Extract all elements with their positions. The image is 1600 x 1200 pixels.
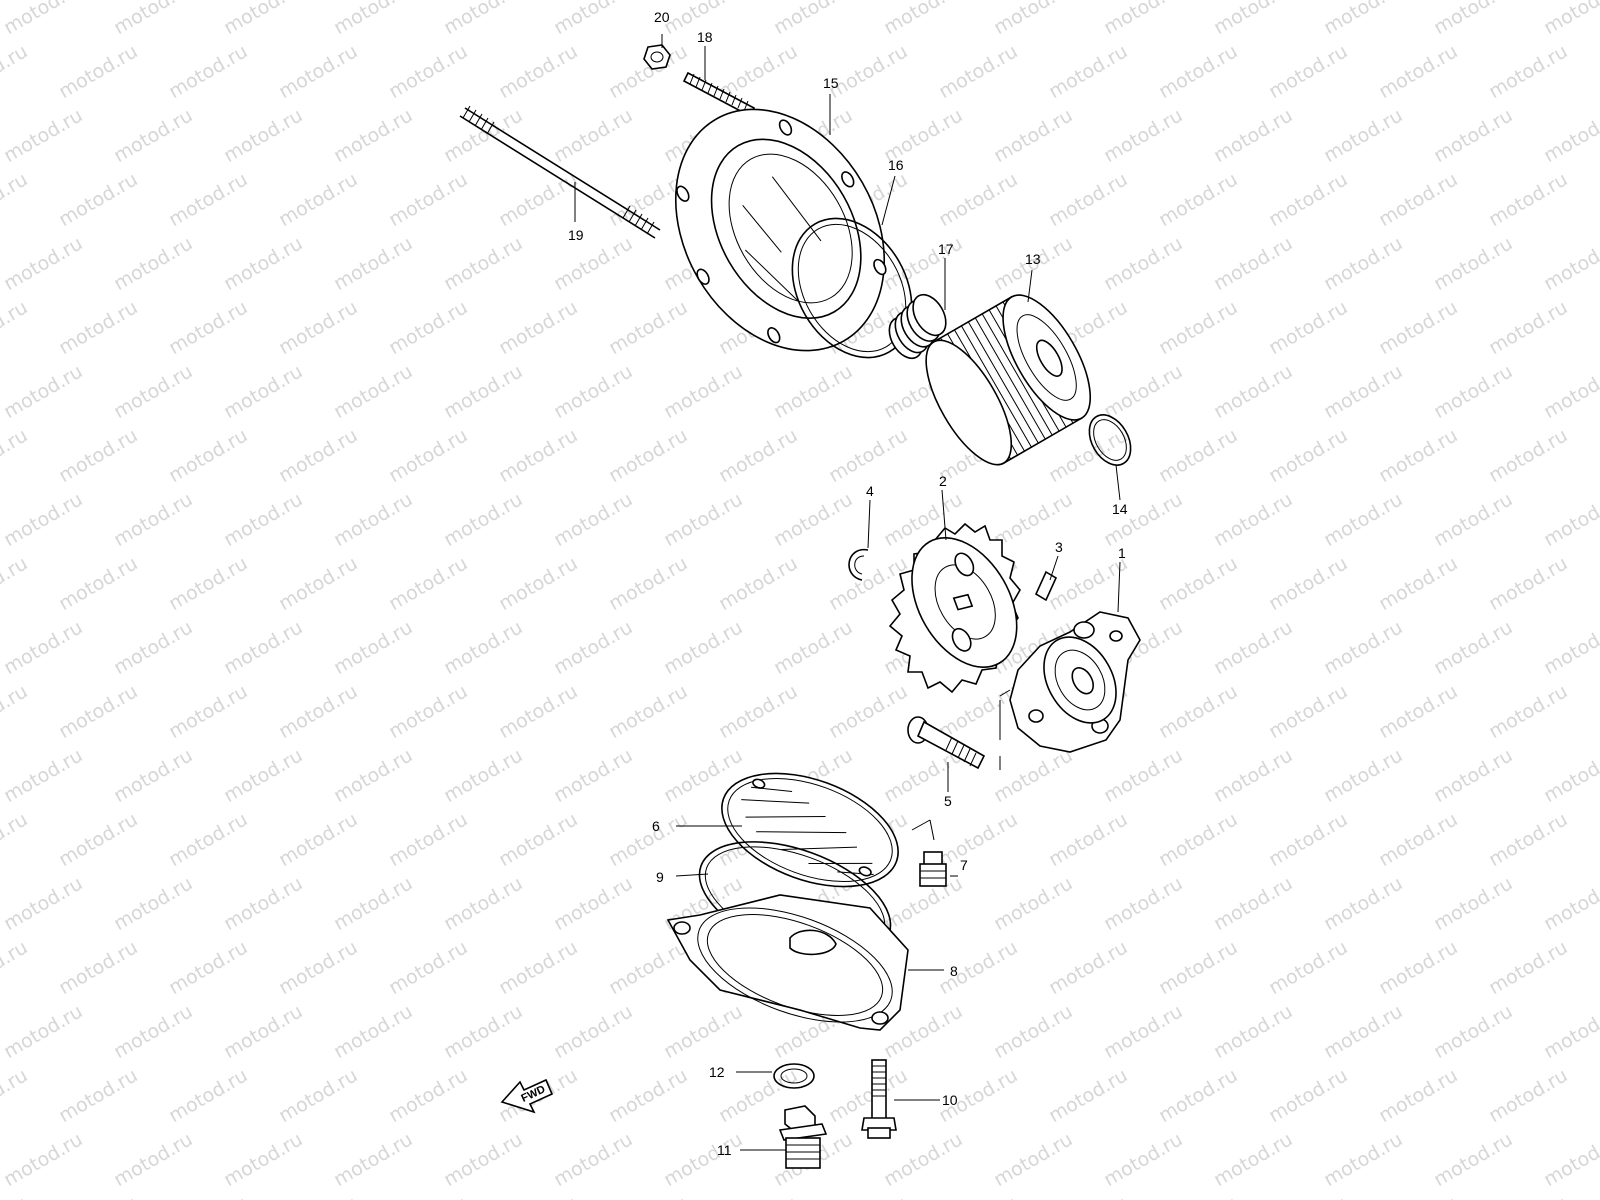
callout-8: 8 — [950, 963, 958, 979]
part-16-o-ring[interactable] — [768, 197, 936, 379]
callout-13: 13 — [1025, 251, 1041, 267]
part-5-screw[interactable] — [907, 716, 986, 770]
part-12-washer[interactable] — [773, 1063, 815, 1089]
part-10-bolt[interactable] — [861, 1059, 897, 1139]
part-6-strainer[interactable] — [706, 752, 913, 909]
part-2-gear[interactable] — [888, 519, 1038, 694]
part-20-nut[interactable] — [643, 44, 671, 70]
callout-3: 3 — [1055, 539, 1063, 555]
callout-19: 19 — [568, 227, 584, 243]
callout-17: 17 — [938, 241, 954, 257]
part-4-circlip[interactable] — [848, 549, 869, 581]
part-14-small-o-ring[interactable] — [1081, 408, 1139, 473]
callout-4: 4 — [866, 483, 874, 499]
callout-14: 14 — [1112, 501, 1128, 517]
callout-20: 20 — [654, 9, 670, 25]
callout-6: 6 — [652, 818, 660, 834]
part-8-oil-pan[interactable] — [666, 885, 909, 1045]
part-3-pin[interactable] — [1034, 570, 1058, 602]
callout-7: 7 — [960, 857, 968, 873]
callout-numbers: 20 18 15 16 19 17 13 14 4 2 3 1 5 6 9 7 … — [568, 9, 1128, 1158]
part-7-plug[interactable] — [911, 819, 947, 887]
fwd-arrow-icon: FWD — [500, 1078, 554, 1114]
part-11-drain-plug[interactable] — [778, 1105, 828, 1169]
callout-5: 5 — [944, 793, 952, 809]
part-15-filter-cap[interactable] — [634, 72, 927, 389]
callout-1: 1 — [1118, 545, 1126, 561]
callout-16: 16 — [888, 157, 904, 173]
part-18-short-stud[interactable] — [682, 71, 756, 118]
part-17-spring[interactable] — [879, 289, 957, 364]
part-1-oil-pump[interactable] — [999, 611, 1141, 770]
part-19-long-stud[interactable] — [459, 105, 661, 239]
callout-11: 11 — [717, 1142, 732, 1158]
callout-15: 15 — [823, 75, 839, 91]
callout-12: 12 — [709, 1064, 725, 1080]
part-13-oil-filter[interactable] — [909, 282, 1107, 477]
callout-18: 18 — [697, 29, 713, 45]
leader-lines — [574, 34, 1121, 1151]
callout-9: 9 — [656, 869, 664, 885]
callout-10: 10 — [942, 1092, 958, 1108]
callout-2: 2 — [939, 473, 947, 489]
